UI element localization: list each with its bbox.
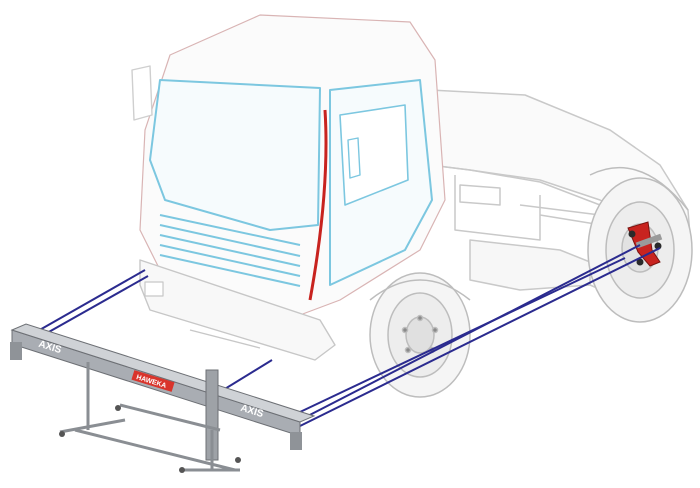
- alignment-lines: [21, 244, 661, 427]
- truck-cab: [131, 14, 446, 361]
- rear-wheel-clamp: [627, 221, 663, 267]
- front-wheel: [369, 272, 471, 398]
